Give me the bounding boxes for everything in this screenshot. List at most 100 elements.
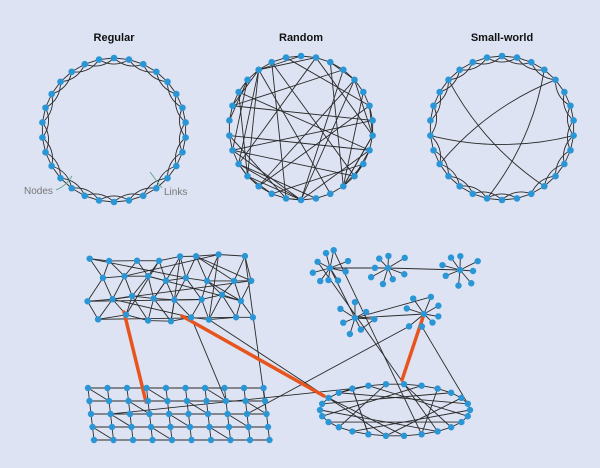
node bbox=[447, 389, 455, 396]
node bbox=[204, 410, 212, 418]
node bbox=[567, 146, 574, 154]
node bbox=[165, 410, 173, 418]
node bbox=[110, 54, 118, 62]
node bbox=[342, 268, 349, 275]
random-link bbox=[247, 69, 260, 177]
link bbox=[124, 276, 133, 297]
node bbox=[456, 266, 464, 274]
link bbox=[338, 383, 387, 428]
link bbox=[218, 254, 245, 257]
complex-network bbox=[84, 246, 481, 444]
link bbox=[158, 260, 167, 281]
node bbox=[173, 90, 180, 98]
node bbox=[206, 423, 213, 431]
link bbox=[128, 400, 150, 415]
random-link bbox=[238, 91, 248, 177]
link bbox=[170, 299, 175, 322]
node bbox=[227, 436, 234, 444]
node bbox=[144, 317, 152, 324]
random-link bbox=[258, 79, 355, 187]
random-link bbox=[229, 135, 370, 151]
node bbox=[146, 410, 153, 418]
node bbox=[237, 297, 245, 305]
node bbox=[351, 298, 359, 306]
link bbox=[421, 326, 469, 405]
link bbox=[174, 299, 192, 318]
node bbox=[351, 76, 358, 84]
link bbox=[338, 392, 468, 405]
node bbox=[48, 162, 55, 170]
node bbox=[469, 190, 477, 198]
link bbox=[87, 277, 104, 302]
node bbox=[246, 436, 254, 444]
link bbox=[333, 250, 423, 435]
node bbox=[567, 102, 574, 110]
node bbox=[366, 102, 373, 110]
link bbox=[206, 280, 223, 296]
node bbox=[105, 397, 113, 405]
node bbox=[365, 431, 372, 438]
node bbox=[57, 78, 64, 86]
link bbox=[173, 256, 181, 300]
node bbox=[318, 400, 326, 407]
node bbox=[436, 160, 443, 168]
link bbox=[125, 295, 133, 315]
node bbox=[371, 315, 378, 323]
link bbox=[112, 275, 125, 300]
link bbox=[165, 277, 187, 282]
node bbox=[198, 296, 205, 303]
node bbox=[247, 277, 255, 285]
node bbox=[366, 146, 373, 154]
links-label: Links bbox=[164, 187, 187, 198]
node bbox=[81, 192, 89, 200]
node bbox=[322, 249, 330, 257]
node bbox=[436, 88, 443, 96]
highlight-link bbox=[122, 310, 148, 404]
link bbox=[110, 413, 132, 428]
link bbox=[403, 383, 452, 428]
node bbox=[128, 292, 136, 300]
node bbox=[144, 397, 152, 405]
random-link bbox=[258, 105, 370, 187]
link bbox=[97, 298, 113, 320]
link bbox=[201, 280, 208, 300]
node bbox=[309, 269, 317, 276]
regular-network bbox=[39, 54, 189, 206]
node bbox=[457, 252, 464, 260]
node bbox=[401, 254, 408, 262]
panel-title-regular: Regular bbox=[94, 32, 136, 44]
node bbox=[418, 431, 425, 438]
node bbox=[205, 316, 213, 323]
link bbox=[147, 276, 155, 299]
node bbox=[527, 58, 535, 66]
node bbox=[147, 423, 155, 431]
link bbox=[92, 426, 114, 441]
node bbox=[382, 380, 390, 388]
node bbox=[162, 384, 170, 392]
node bbox=[122, 311, 130, 318]
link bbox=[317, 261, 438, 432]
random-link bbox=[258, 69, 331, 195]
node bbox=[176, 253, 184, 260]
node bbox=[349, 385, 356, 392]
node bbox=[340, 66, 347, 74]
node bbox=[203, 277, 211, 285]
node bbox=[201, 384, 209, 392]
node bbox=[240, 384, 248, 392]
node bbox=[268, 190, 276, 198]
node bbox=[541, 66, 548, 74]
link bbox=[190, 299, 202, 318]
node bbox=[182, 384, 189, 392]
node bbox=[230, 277, 238, 285]
link bbox=[201, 299, 210, 320]
node bbox=[153, 184, 160, 192]
node bbox=[188, 436, 195, 444]
node bbox=[144, 272, 152, 280]
node bbox=[466, 406, 474, 414]
node bbox=[325, 394, 332, 402]
node bbox=[86, 255, 93, 262]
node bbox=[337, 305, 344, 313]
shortcut-link bbox=[430, 135, 574, 145]
link bbox=[322, 385, 422, 417]
